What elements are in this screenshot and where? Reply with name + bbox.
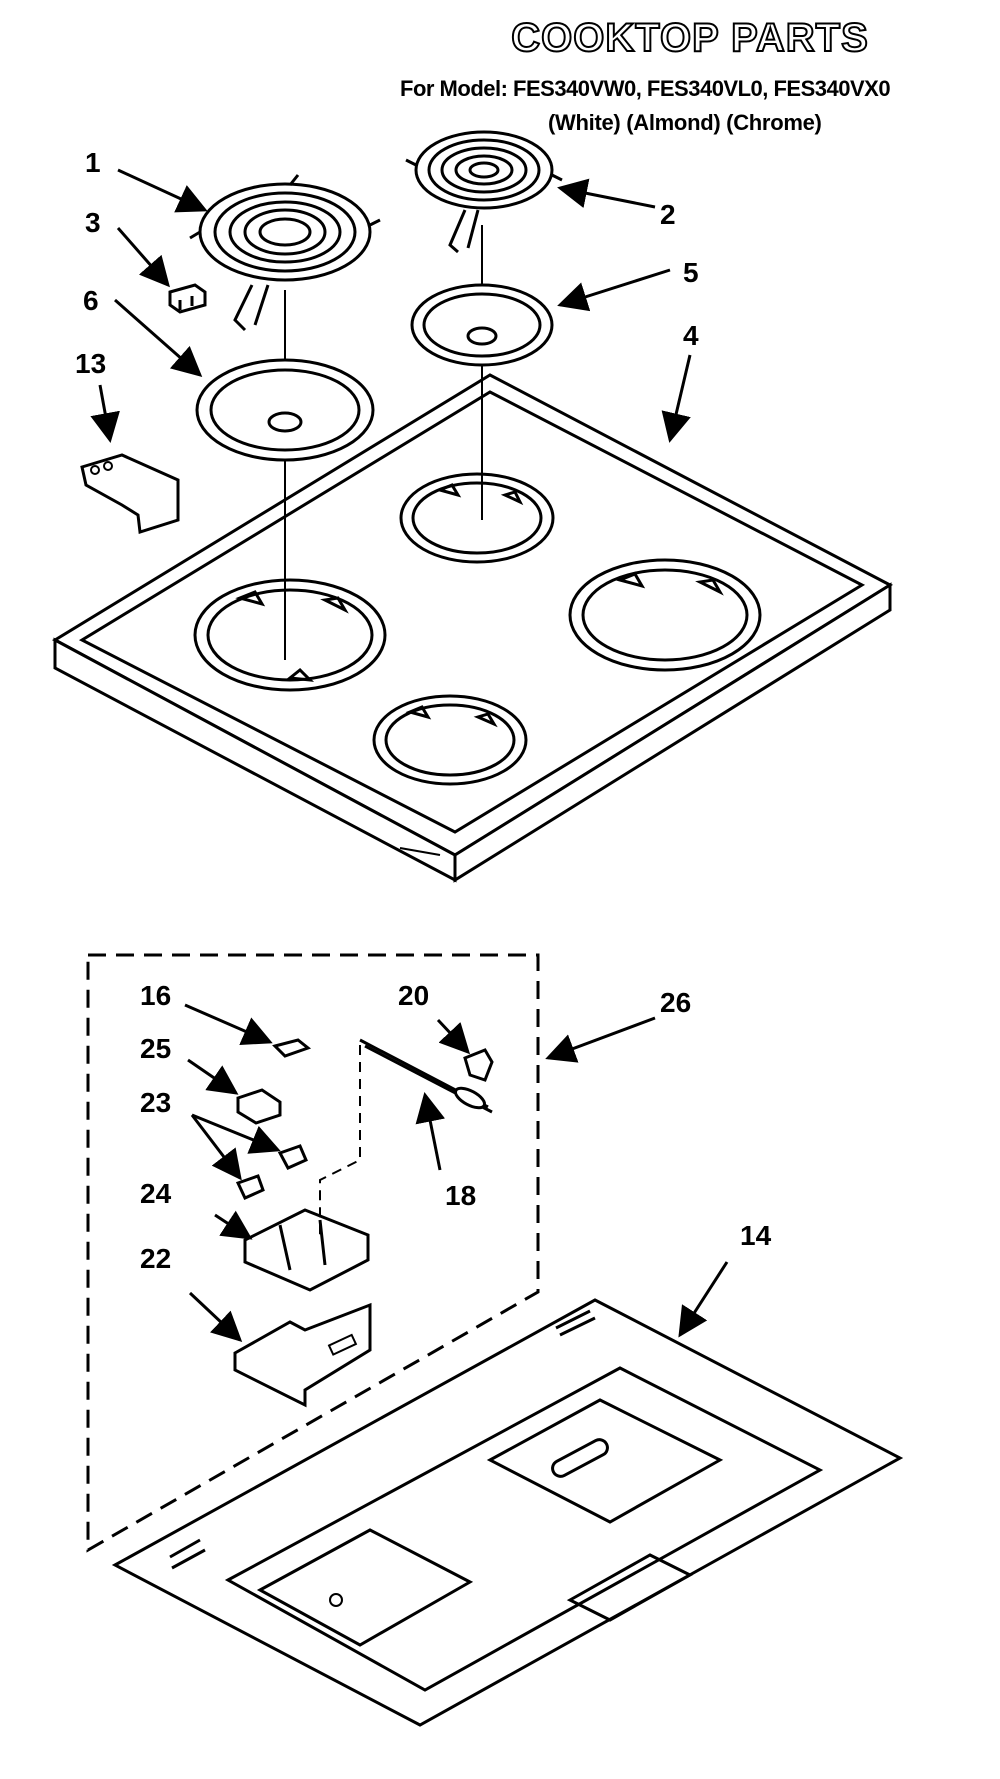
callout-4: 4	[683, 320, 699, 351]
callout-13: 13	[75, 348, 106, 379]
callout-2: 2	[660, 199, 676, 230]
insulator-pads	[235, 1144, 308, 1200]
model-numbers: For Model: FES340VW0, FES340VL0, FES340V…	[400, 76, 891, 101]
callout-1: 1	[85, 147, 101, 178]
callout-14: 14	[740, 1220, 772, 1251]
small-surface-element	[405, 130, 563, 254]
control-knob	[463, 1048, 494, 1082]
cooktop-panel	[51, 373, 894, 883]
wire-connector	[236, 1088, 282, 1125]
small-drip-bowl	[410, 283, 554, 367]
callout-23: 23	[140, 1087, 171, 1118]
large-surface-element	[189, 174, 381, 332]
terminal-block	[168, 283, 207, 314]
callout-16: 16	[140, 980, 171, 1011]
callout-24: 24	[140, 1178, 172, 1209]
spring-clip	[272, 1038, 312, 1058]
callout-6: 6	[83, 285, 99, 316]
callout-20: 20	[398, 980, 429, 1011]
burner-opening-right-rear	[568, 558, 762, 672]
callout-25: 25	[140, 1033, 171, 1064]
model-finishes: (White) (Almond) (Chrome)	[548, 110, 822, 135]
switch-bracket	[233, 1302, 372, 1408]
large-drip-bowl	[195, 358, 375, 462]
cooktop-bottom-panel	[111, 1298, 904, 1727]
callout-26: 26	[660, 987, 691, 1018]
burner-opening-left-front	[193, 578, 387, 692]
callout-5: 5	[683, 257, 699, 288]
mounting-bracket	[80, 453, 180, 534]
callout-3: 3	[85, 207, 101, 238]
diagram-title: COOKTOP PARTS	[510, 15, 869, 61]
control-rod	[359, 1038, 493, 1114]
burner-opening-right-front	[372, 694, 528, 786]
infinite-switch	[243, 1208, 370, 1292]
callout-22: 22	[140, 1243, 171, 1274]
burner-opening-left-rear	[399, 472, 555, 564]
callout-18: 18	[445, 1180, 476, 1211]
